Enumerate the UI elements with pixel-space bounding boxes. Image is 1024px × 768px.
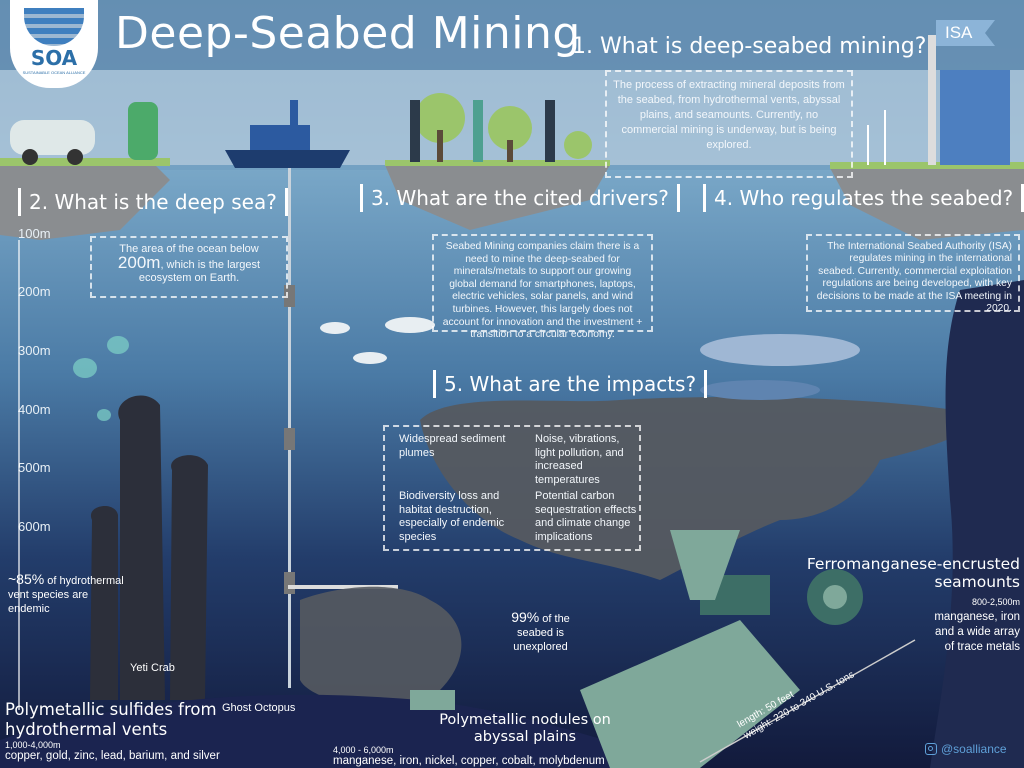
mining-ship bbox=[225, 150, 350, 168]
logo-text: SOA bbox=[30, 46, 78, 70]
seamounts-metals: manganese, iron and a wide array of trac… bbox=[934, 611, 1020, 653]
heading-drivers: 3. What are the cited drivers? bbox=[360, 184, 680, 212]
whale bbox=[700, 334, 860, 366]
regulates-text: The International Seabed Authority (ISA)… bbox=[806, 234, 1020, 314]
page-title: Deep-Seabed Mining bbox=[115, 8, 581, 59]
unexplored-stat: 99% of the seabed is unexplored bbox=[498, 610, 583, 654]
heading-impacts: 5. What are the impacts? bbox=[433, 370, 708, 398]
endemic-value: ~85% bbox=[8, 571, 45, 587]
impact-item: Noise, vibrations, light pollution, and … bbox=[535, 433, 624, 486]
instagram-icon bbox=[925, 743, 937, 755]
drivers-text: Seabed Mining companies claim there is a… bbox=[432, 234, 653, 340]
island-center bbox=[385, 165, 610, 230]
sulfides-depth: 1,000-4,000m bbox=[5, 740, 61, 750]
sediment-plume bbox=[420, 397, 969, 580]
isa-flag-label: ISA bbox=[945, 23, 973, 42]
sulfides-title: Polymetallic sulfides from hydrothermal … bbox=[5, 700, 217, 739]
deep-sea-text-pre: The area of the ocean below bbox=[119, 243, 259, 255]
nodules-depth: 4,000 - 6,000m bbox=[333, 745, 394, 755]
ghost-octopus-label: Ghost Octopus bbox=[222, 702, 296, 714]
wave-logo-icon bbox=[24, 8, 84, 46]
logo-subtitle: SUSTAINABLE OCEAN ALLIANCE bbox=[22, 70, 86, 75]
unexplored-value: 99% bbox=[511, 609, 540, 625]
hydrothermal-vent bbox=[118, 395, 165, 700]
mining-machine bbox=[580, 620, 800, 768]
heading-deep-sea: 2. What is the deep sea? bbox=[18, 188, 288, 216]
what-is-mining-text: The process of extracting mineral deposi… bbox=[605, 70, 853, 178]
depth-label: 400m bbox=[18, 402, 51, 417]
deep-sea-text: The area of the ocean below 200m, which … bbox=[90, 236, 288, 298]
depth-label: 500m bbox=[18, 460, 51, 475]
unexplored-text: of the seabed is unexplored bbox=[513, 613, 570, 653]
sulfides-metals: copper, gold, zinc, lead, barium, and si… bbox=[5, 750, 220, 762]
heading-regulates: 4. Who regulates the seabed? bbox=[703, 184, 1024, 212]
impact-item: Widespread sediment plumes bbox=[399, 433, 506, 459]
heading-what-is-mining: 1. What is deep-seabed mining? bbox=[572, 34, 927, 59]
impacts-box bbox=[383, 425, 641, 551]
depth-scale-line bbox=[18, 240, 20, 710]
seamounts-title: Ferromanganese-encrusted seamounts bbox=[806, 555, 1020, 591]
deep-sea-text-post: , which is the largest ecosystem on Eart… bbox=[138, 259, 261, 284]
isa-building bbox=[940, 70, 1010, 165]
depth-label: 600m bbox=[18, 519, 51, 534]
soa-logo: SOA SUSTAINABLE OCEAN ALLIANCE bbox=[10, 0, 98, 88]
depth-highlight: 200m bbox=[117, 253, 161, 272]
nodules-metals: manganese, iron, nickel, copper, cobalt,… bbox=[333, 755, 605, 767]
seamounts-depth: 800-2,500m bbox=[971, 597, 1020, 607]
island-left bbox=[0, 160, 170, 240]
endemic-text: of hydrothermal vent species are endemic bbox=[8, 575, 124, 615]
impact-item: Potential carbon sequestration effects a… bbox=[535, 490, 637, 543]
sulfides-deposit: Polymetallic sulfides from hydrothermal … bbox=[5, 700, 255, 762]
social-handle-text: @soalliance bbox=[941, 742, 1007, 756]
depth-label: 100m bbox=[18, 226, 51, 241]
endemic-stat: ~85% of hydrothermal vent species are en… bbox=[8, 572, 128, 616]
impact-item: Biodiversity loss and habitat destructio… bbox=[399, 490, 505, 543]
nodules-title: Polymetallic nodules on abyssal plains bbox=[439, 712, 611, 745]
social-handle[interactable]: @soalliance bbox=[925, 742, 1007, 756]
island-right bbox=[830, 168, 1024, 240]
depth-label: 200m bbox=[18, 284, 51, 299]
depth-label: 300m bbox=[18, 343, 51, 358]
seamount bbox=[930, 280, 1024, 768]
yeti-crab-label: Yeti Crab bbox=[130, 662, 175, 674]
